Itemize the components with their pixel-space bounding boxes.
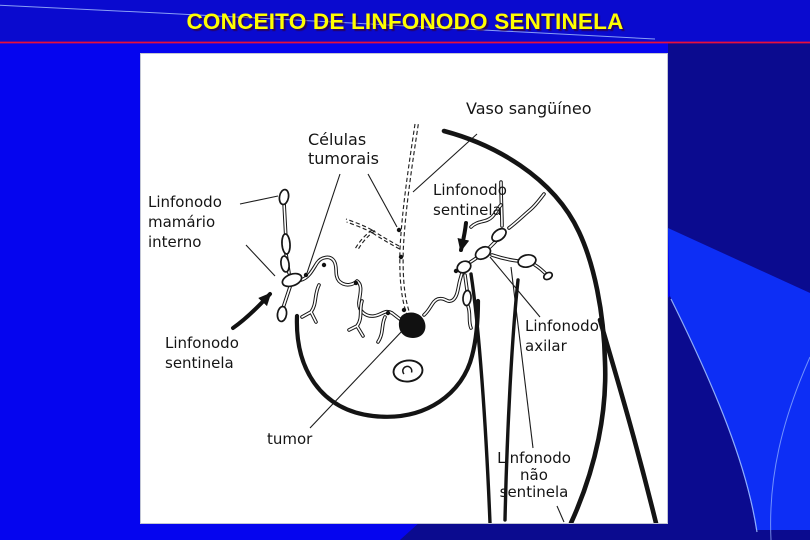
tumor-pointer-line [309,329,404,429]
mammary-node-2 [281,233,291,255]
label-celulas-tumorais: Células tumorais [308,130,379,168]
diagram-panel: Vaso sangüíneo Células tumorais Linfonod… [140,53,668,524]
body-outline [294,128,659,523]
celulas-pointer-line-2 [367,173,398,228]
mamario-pointer-line-2 [245,244,276,277]
label-vaso-sanguineo: Vaso sangüíneo [466,99,592,118]
axillary-node-3 [462,289,472,307]
sentinel-arrow-left [231,292,272,330]
mammary-node-3 [280,255,290,273]
anatomy-diagram [231,123,659,523]
outer-arm-curve [597,317,659,523]
sentinel-arrows [231,221,470,330]
label-tumor: tumor [267,430,313,448]
slide-title: CONCEITO DE LINFONODO SENTINELA [186,8,624,34]
mammary-node-1 [278,188,290,206]
nipple [392,359,424,383]
vaso-pointer-line [412,133,478,193]
axilar-pointer-line [489,256,541,318]
mammary-node-4 [276,305,288,323]
mamario-pointer-line-1 [239,195,279,205]
non-sentinel-node [517,253,537,269]
axillary-node-4 [542,271,554,281]
band-highlight-line [0,4,656,40]
label-linfonodo-mamario-interno: Linfonodo mamário interno [148,193,222,251]
label-linfonodo-sentinela-left: Linfonodo sentinela [165,334,239,372]
bright-band [668,228,810,530]
tumor-cell-dots [303,227,459,316]
title-bar: CONCEITO DE LINFONODO SENTINELA [0,0,810,43]
tumor-mass [398,312,426,338]
nao-sentinela-pointer-line [510,266,534,449]
breast-outline [294,298,481,419]
sentinel-arrow-right [457,221,470,252]
curve-highlight-1 [670,298,758,533]
sentinel-node-left [281,272,303,288]
label-linfonodo-axilar: Linfonodo axilar [525,317,599,355]
pectoral-fold-left [469,272,492,523]
nao-sentinela-tick-line [556,505,565,523]
pectoral-fold-right [503,278,520,522]
label-linfonodo-sentinela-right: Linfonodo sentinela [433,181,507,219]
lymph-nodes [276,188,554,323]
shoulder-arm-curve [441,128,608,523]
label-linfonodo-nao-sentinela: Linfonodo não sentinela [497,449,571,501]
navy-swoosh-top [668,43,810,293]
celulas-pointer-line-1 [306,173,341,274]
curve-highlight-2 [770,356,810,540]
axillary-node-1 [474,245,492,261]
title-band [0,0,810,43]
axillary-node-2 [491,227,507,243]
